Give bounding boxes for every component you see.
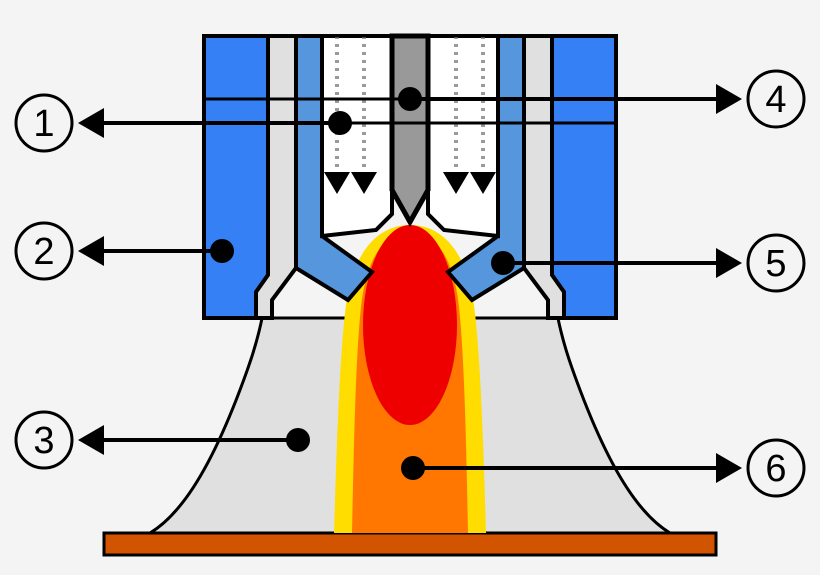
callout-anchor-dot — [401, 456, 425, 480]
callout-label-3: 3 — [33, 420, 54, 462]
callout-label-6: 6 — [765, 448, 786, 490]
callout-group: 1 2 3 4 5 6 — [14, 69, 806, 498]
gas-flow-indicators — [324, 36, 496, 194]
callout-arrowhead — [716, 84, 742, 114]
callout-3[interactable]: 3 — [14, 410, 310, 470]
gas-channel-left — [320, 34, 394, 239]
callout-circle-5[interactable] — [746, 233, 806, 293]
callout-label-2: 2 — [33, 231, 54, 273]
callout-circle-1[interactable] — [14, 93, 74, 153]
callout-anchor-dot — [398, 87, 422, 111]
callout-arrowhead — [78, 425, 104, 455]
callout-arrowhead — [78, 236, 104, 266]
callout-2[interactable]: 2 — [14, 221, 234, 281]
callout-anchor-dot — [328, 111, 352, 135]
plasma-arc-core — [363, 225, 457, 425]
callout-circle-4[interactable] — [746, 69, 806, 129]
callout-arrowhead — [716, 248, 742, 278]
callout-6[interactable]: 6 — [401, 438, 806, 498]
callout-arrowhead — [78, 108, 104, 138]
gas-flow-arrowhead — [470, 172, 496, 194]
callout-1[interactable]: 1 — [14, 93, 352, 153]
callout-anchor-dot — [286, 428, 310, 452]
callout-circle-3[interactable] — [14, 410, 74, 470]
callout-label-4: 4 — [765, 79, 786, 121]
gas-channel-right — [426, 34, 500, 239]
gas-flow-arrowhead — [351, 172, 377, 194]
callout-arrowhead — [716, 453, 742, 483]
callout-circle-2[interactable] — [14, 221, 74, 281]
gas-flow-arrowhead — [443, 172, 469, 194]
callout-anchor-dot — [491, 251, 515, 275]
gas-flow-arrowhead — [324, 172, 350, 194]
workpiece-plate — [102, 531, 718, 557]
callout-circle-6[interactable] — [746, 438, 806, 498]
callout-label-1: 1 — [33, 103, 54, 145]
callout-anchor-dot — [210, 239, 234, 263]
electrode — [389, 33, 431, 228]
shield-cap-right — [550, 34, 618, 320]
shield-cap-left — [202, 34, 270, 320]
callout-5[interactable]: 5 — [491, 233, 806, 293]
callout-label-5: 5 — [765, 243, 786, 285]
callout-4[interactable]: 4 — [398, 69, 806, 129]
